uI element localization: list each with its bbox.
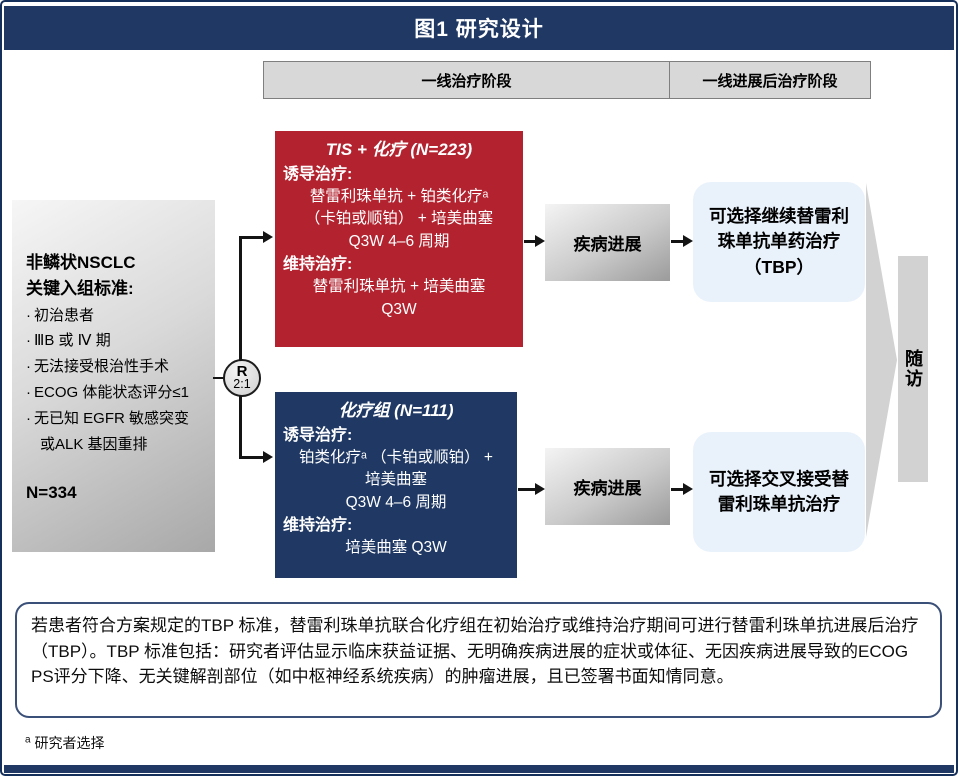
followup-label: 随访 xyxy=(903,349,923,389)
figure-title: 图1 研究设计 xyxy=(414,18,544,41)
tis-arm-title: TIS + 化疗 (N=223) xyxy=(325,140,473,159)
arrow-progression-to-tbp-bottom xyxy=(671,483,693,494)
chemo-maintenance-label: 维持治疗: xyxy=(283,517,353,535)
eligibility-subtitle: 关键入组标准: xyxy=(26,279,134,299)
arrow-to-tis-arm xyxy=(239,231,273,242)
eligibility-title: 非鳞状NSCLC xyxy=(26,253,136,272)
eligibility-box: 非鳞状NSCLC 关键入组标准: ·初治患者 ·ⅢB 或 Ⅳ 期 ·无法接受根治… xyxy=(12,200,215,552)
connector-r-up xyxy=(239,237,242,361)
randomization-ratio: 2:1 xyxy=(233,377,251,391)
tis-maintenance-line: Q3W xyxy=(381,300,417,318)
arrow-progression-to-tbp-top xyxy=(671,235,693,246)
chemo-induction-line: Q3W 4–6 周期 xyxy=(345,493,447,511)
randomization-circle: R 2:1 xyxy=(223,359,261,397)
randomization-label: R xyxy=(236,363,248,380)
eligibility-bullet: ·ECOG 体能状态评分≤1 xyxy=(26,384,189,402)
chemo-maintenance-line: 培美曲塞 Q3W xyxy=(345,539,447,557)
footnote-text: 研究者选择 xyxy=(34,735,105,751)
chemo-arm-title: 化疗组 (N=111) xyxy=(338,401,454,420)
arrow-to-chemo-arm xyxy=(239,451,273,462)
eligibility-bullet-continuation: 或ALK 基因重排 xyxy=(40,435,148,453)
eligibility-bullet: ·无法接受根治性手术 xyxy=(26,358,170,376)
tis-induction-line: （卡铂或顺铂） + 培美曲塞 xyxy=(304,210,494,228)
connector-patients-to-r xyxy=(213,376,225,379)
tis-maintenance-line: 替雷利珠单抗 + 培美曲塞 xyxy=(312,278,486,296)
chemo-induction-label: 诱导治疗: xyxy=(283,426,353,444)
phase-header: 一线治疗阶段 一线进展后治疗阶段 xyxy=(263,61,871,99)
followup-bar: 随访 xyxy=(898,256,928,482)
eligibility-bullet: ·初治患者 xyxy=(26,306,95,324)
figure-title-bar: 图1 研究设计 xyxy=(4,6,954,50)
tis-chemo-arm-box: TIS + 化疗 (N=223) 诱导治疗: 替雷利珠单抗 + 铂类化疗ᵃ （卡… xyxy=(275,131,523,347)
chemo-induction-line: 铂类化疗ᵃ （卡铂或顺铂） + xyxy=(299,448,493,466)
footnote-marker: a xyxy=(25,734,31,746)
arrow-tis-to-progression xyxy=(524,235,545,246)
progression-box-top: 疾病进展 xyxy=(545,204,670,281)
eligibility-bullet: ·无已知 EGFR 敏感突变 xyxy=(26,409,190,427)
chemo-arm-box: 化疗组 (N=111) 诱导治疗: 铂类化疗ᵃ （卡铂或顺铂） + 培美曲塞 Q… xyxy=(275,392,517,578)
arrow-chemo-to-progression xyxy=(518,483,545,494)
tis-maintenance-label: 维持治疗: xyxy=(283,256,353,274)
enrollment-count: N=334 xyxy=(26,483,77,503)
tis-induction-line: 替雷利珠单抗 + 铂类化疗ᵃ xyxy=(309,187,489,205)
followup-chevron xyxy=(866,183,897,537)
tis-induction-line: Q3W 4–6 周期 xyxy=(348,232,450,250)
footnote-investigator-choice: a 研究者选择 xyxy=(25,733,104,753)
phase-post-progression: 一线进展后治疗阶段 xyxy=(702,72,838,90)
tbp-option-bottom: 可选择交叉接受替雷利珠单抗治疗 xyxy=(693,432,865,552)
progression-box-bottom: 疾病进展 xyxy=(545,448,670,525)
tbp-option-top: 可选择继续替雷利珠单抗单药治疗（TBP） xyxy=(693,182,865,302)
tis-induction-label: 诱导治疗: xyxy=(283,165,353,183)
bottom-accent-bar xyxy=(4,765,954,773)
eligibility-bullet: ·ⅢB 或 Ⅳ 期 xyxy=(26,332,111,350)
phase-first-line: 一线治疗阶段 xyxy=(264,62,670,98)
tbp-criteria-footnote-box: 若患者符合方案规定的TBP 标准，替雷利珠单抗联合化疗组在初始治疗或维持治疗期间… xyxy=(15,602,942,718)
connector-r-down xyxy=(239,396,242,458)
chemo-induction-line: 培美曲塞 xyxy=(364,471,427,489)
